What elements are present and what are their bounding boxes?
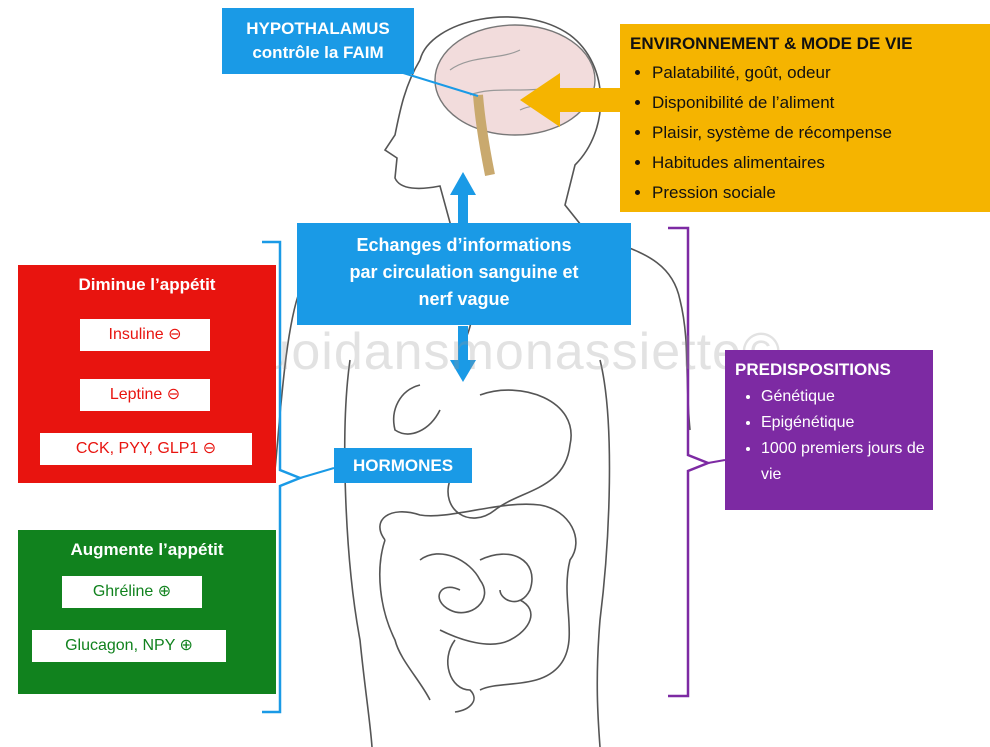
- predispositions-title: PREDISPOSITIONS: [735, 360, 933, 380]
- list-item: Pression sociale: [652, 178, 990, 208]
- increase-title: Augmente l’appétit: [18, 540, 276, 560]
- list-item: Génétique: [761, 384, 933, 410]
- cck-pyy-glp1-chip: CCK, PYY, GLP1 ⊖: [40, 433, 252, 465]
- ghrelin-chip: Ghréline ⊕: [62, 576, 202, 608]
- list-item: Disponibilité de l’aliment: [652, 88, 990, 118]
- glucagon-npy-chip: Glucagon, NPY ⊕: [32, 630, 226, 662]
- leptin-chip: Leptine ⊖: [80, 379, 210, 411]
- exchange-line-2: par circulation sanguine et: [297, 259, 631, 286]
- hormones-label: HORMONES: [334, 448, 472, 483]
- list-item: Plaisir, système de récompense: [652, 118, 990, 148]
- insulin-chip: Insuline ⊖: [80, 319, 210, 351]
- list-item: Palatabilité, goût, odeur: [652, 58, 990, 88]
- list-item: Habitudes alimentaires: [652, 148, 990, 178]
- list-item: Epigénétique: [761, 410, 933, 436]
- watermark: Quoidansmonassiette©: [220, 322, 781, 382]
- hypothalamus-subtitle: contrôle la FAIM: [222, 41, 414, 65]
- hypothalamus-title: HYPOTHALAMUS: [222, 17, 414, 41]
- exchange-box: Echanges d’informations par circulation …: [297, 223, 631, 325]
- environment-box: ENVIRONNEMENT & MODE DE VIE Palatabilité…: [620, 24, 990, 212]
- decrease-appetite-panel: Diminue l’appétit Insuline ⊖ Leptine ⊖ C…: [18, 265, 276, 483]
- list-item: 1000 premiers jours de vie: [761, 436, 933, 488]
- predispositions-box: PREDISPOSITIONS Génétique Epigénétique 1…: [725, 350, 933, 510]
- hypothalamus-box: HYPOTHALAMUS contrôle la FAIM: [222, 8, 414, 74]
- environment-list: Palatabilité, goût, odeur Disponibilité …: [630, 58, 990, 208]
- exchange-line-3: nerf vague: [297, 286, 631, 313]
- increase-appetite-panel: Augmente l’appétit Ghréline ⊕ Glucagon, …: [18, 530, 276, 694]
- exchange-line-1: Echanges d’informations: [297, 232, 631, 259]
- environment-title: ENVIRONNEMENT & MODE DE VIE: [630, 34, 990, 54]
- decrease-title: Diminue l’appétit: [18, 275, 276, 295]
- predispositions-list: Génétique Epigénétique 1000 premiers jou…: [735, 384, 933, 488]
